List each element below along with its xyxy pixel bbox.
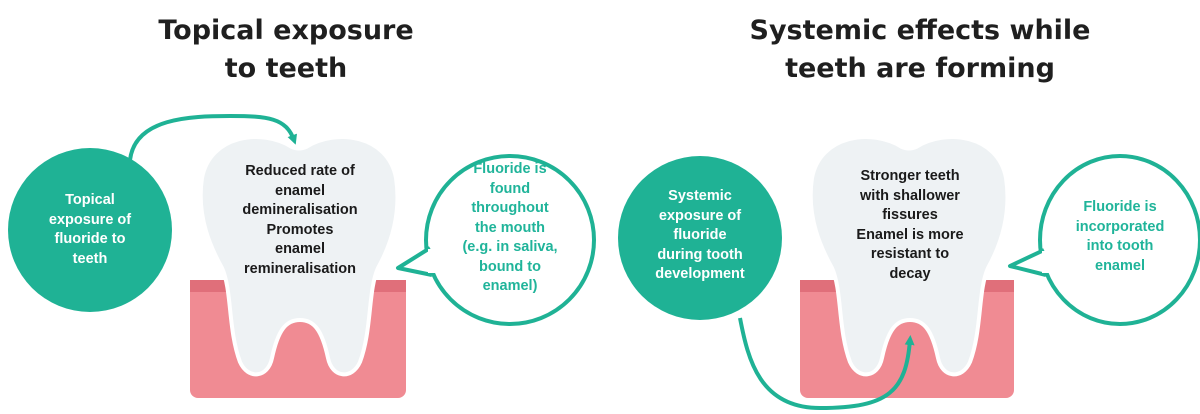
systemic-arrow-icon bbox=[738, 317, 915, 411]
title-line: teeth are forming bbox=[785, 53, 1055, 84]
tooth-line: demineralisation bbox=[242, 202, 358, 218]
bubble-line: throughout bbox=[471, 200, 549, 216]
tooth-line: resistant to bbox=[870, 246, 950, 262]
left-tooth-icon bbox=[198, 135, 400, 377]
right-bubble-label: Fluoride is incorporated into tooth enam… bbox=[1060, 198, 1180, 276]
tooth-line: enamel bbox=[275, 182, 325, 199]
bubble-line: Fluoride is bbox=[1083, 199, 1157, 215]
bubble-line: enamel) bbox=[482, 278, 538, 294]
tooth-line: remineralisation bbox=[243, 260, 356, 277]
bubble-line: incorporated bbox=[1075, 218, 1165, 235]
bubble-line: the mouth bbox=[474, 219, 546, 236]
right-tooth-effects-label: Stronger teeth with shallower fissures E… bbox=[832, 167, 988, 284]
topical-arrow-icon bbox=[128, 113, 297, 161]
title-line: to teeth bbox=[224, 53, 348, 84]
systemic-exposure-circle bbox=[618, 156, 782, 320]
circle-line: fluoride to bbox=[54, 231, 126, 247]
topical-exposure-circle bbox=[8, 148, 172, 312]
tooth-line: decay bbox=[889, 265, 931, 282]
bubble-line: bound to bbox=[478, 258, 541, 275]
circle-line: Topical bbox=[65, 192, 115, 208]
tooth-line: Enamel is more bbox=[856, 226, 964, 243]
circle-line: Systemic bbox=[668, 188, 732, 204]
left-tooth-effects-label: Reduced rate of enamel demineralisation … bbox=[222, 162, 378, 279]
tooth-line: fissures bbox=[882, 207, 938, 223]
tooth-line: Promotes bbox=[266, 221, 334, 238]
tooth-line: with shallower bbox=[860, 187, 960, 204]
bubble-line: found bbox=[489, 180, 531, 197]
circle-line: during tooth bbox=[657, 246, 743, 263]
circle-line: exposure of bbox=[48, 211, 132, 228]
left-bubble-label: Fluoride is found throughout the mouth (… bbox=[446, 160, 574, 297]
right-tooth-icon bbox=[808, 135, 1010, 377]
bubble-line: (e.g. in saliva, bbox=[462, 239, 558, 255]
tooth-line: enamel bbox=[275, 241, 325, 257]
systemic-exposure-label: Systemic exposure of fluoride during too… bbox=[640, 187, 760, 285]
bubble-line: enamel bbox=[1095, 257, 1145, 274]
right-panel-title: Systemic effects while teeth are forming bbox=[730, 12, 1110, 88]
bubble-line: into tooth bbox=[1086, 238, 1154, 254]
tooth-line: Reduced rate of bbox=[245, 163, 355, 179]
title-line: Topical exposure bbox=[158, 15, 414, 46]
circle-line: teeth bbox=[72, 250, 108, 267]
circle-line: exposure of bbox=[658, 207, 742, 224]
right-speech-bubble-icon bbox=[1008, 154, 1200, 326]
title-line: Systemic effects while bbox=[749, 15, 1091, 46]
topical-exposure-label: Topical exposure of fluoride to teeth bbox=[30, 191, 150, 269]
left-panel-title: Topical exposure to teeth bbox=[106, 12, 466, 88]
bubble-line: Fluoride is bbox=[473, 161, 547, 177]
circle-line: fluoride bbox=[673, 227, 727, 243]
circle-line: development bbox=[655, 266, 745, 282]
tooth-line: Stronger teeth bbox=[860, 168, 960, 184]
left-speech-bubble-icon bbox=[396, 154, 596, 326]
